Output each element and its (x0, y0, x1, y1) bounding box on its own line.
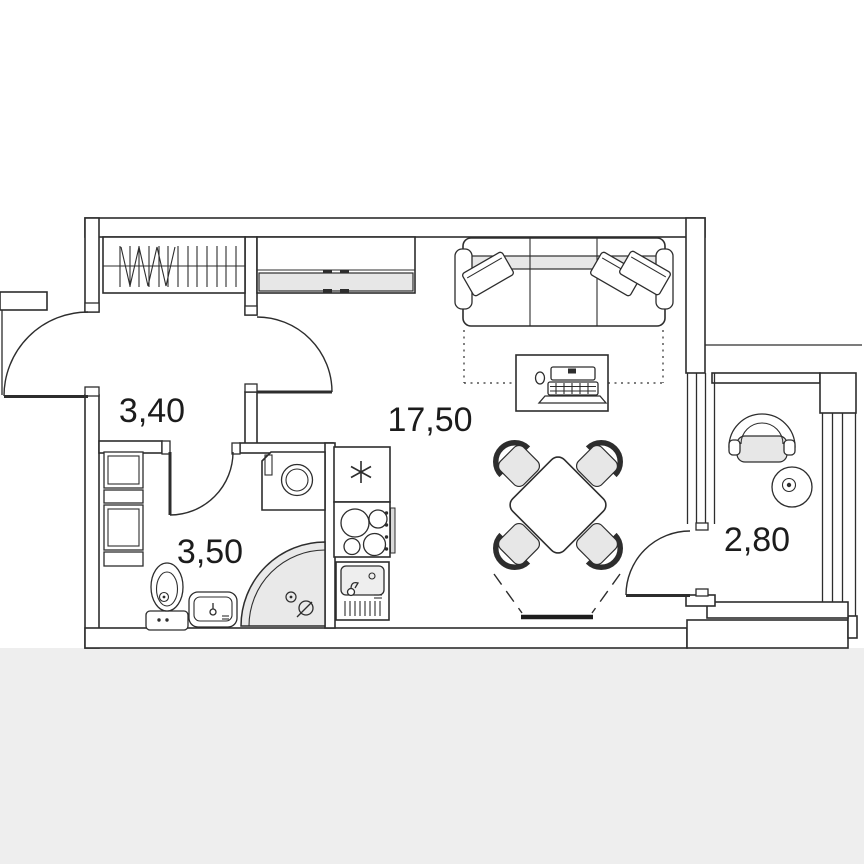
wall-bottom (84, 627, 688, 649)
laptop-icon (537, 366, 608, 404)
wardrobe-icon (102, 236, 246, 294)
cabinet-icon (103, 451, 144, 567)
chair-icon (575, 440, 623, 488)
walls (0, 217, 862, 649)
room-area-label-hallway: 3,40 (119, 392, 185, 430)
pillow-icon (590, 251, 642, 297)
sofa-icon (454, 237, 674, 327)
pillow-icon (619, 250, 671, 296)
wall-left-lower (84, 394, 100, 649)
wall-below-door (244, 391, 258, 446)
armchair-icon (728, 413, 796, 463)
balcony-wall-bottom (706, 601, 849, 619)
washing-machine-icon (261, 451, 326, 511)
chair-icon (493, 522, 541, 570)
corridor-wall-stub (0, 291, 48, 311)
pillow-icon (462, 251, 514, 297)
chair-icon (493, 440, 541, 488)
mouse-icon (534, 371, 546, 385)
balcony-wall-top (711, 372, 821, 384)
balcony-wall-corner (819, 372, 857, 414)
window-icon (493, 573, 621, 620)
kitchen-sink-icon (335, 561, 390, 621)
entrance-door (3, 311, 89, 398)
wall-right-upper (685, 217, 706, 374)
wall-top (84, 217, 706, 238)
dining-table-icon (509, 456, 607, 554)
bathroom-door (168, 451, 234, 516)
door-jambs (84, 302, 709, 597)
living-room-door (256, 316, 333, 394)
balcony-door (625, 530, 691, 597)
wall-left-upper (84, 217, 100, 313)
coffee-table-icon (771, 466, 813, 508)
room-area-label-bathroom: 3,50 (177, 533, 243, 571)
wall-bottom-right (686, 619, 849, 649)
wall-bottom-step (847, 615, 858, 639)
fridge-icon (333, 446, 391, 503)
wall-bath-top-left (98, 440, 163, 454)
door-swing-icon (169, 451, 234, 516)
closet-icon (256, 236, 416, 294)
shower-icon (240, 541, 326, 627)
chair-icon (575, 522, 623, 570)
dining-set (493, 440, 623, 570)
page-background-band (0, 648, 864, 864)
door-swing-icon (256, 316, 333, 393)
wall-hall-living (244, 236, 258, 316)
room-area-label-living: 17,50 (387, 401, 472, 439)
balcony-glazing-left (686, 373, 716, 524)
room-area-label-balcony: 2,80 (724, 521, 790, 559)
toilet-icon (145, 562, 189, 631)
balcony-glazing-right (821, 413, 844, 602)
door-swing-icon (3, 311, 89, 397)
sofa-zone-outline (463, 330, 664, 384)
desk-icon (515, 354, 609, 412)
stove-icon (333, 501, 396, 558)
bathroom-sink-icon (188, 591, 238, 628)
door-swing-icon (625, 530, 691, 596)
balcony-glazing-stub (685, 594, 716, 607)
